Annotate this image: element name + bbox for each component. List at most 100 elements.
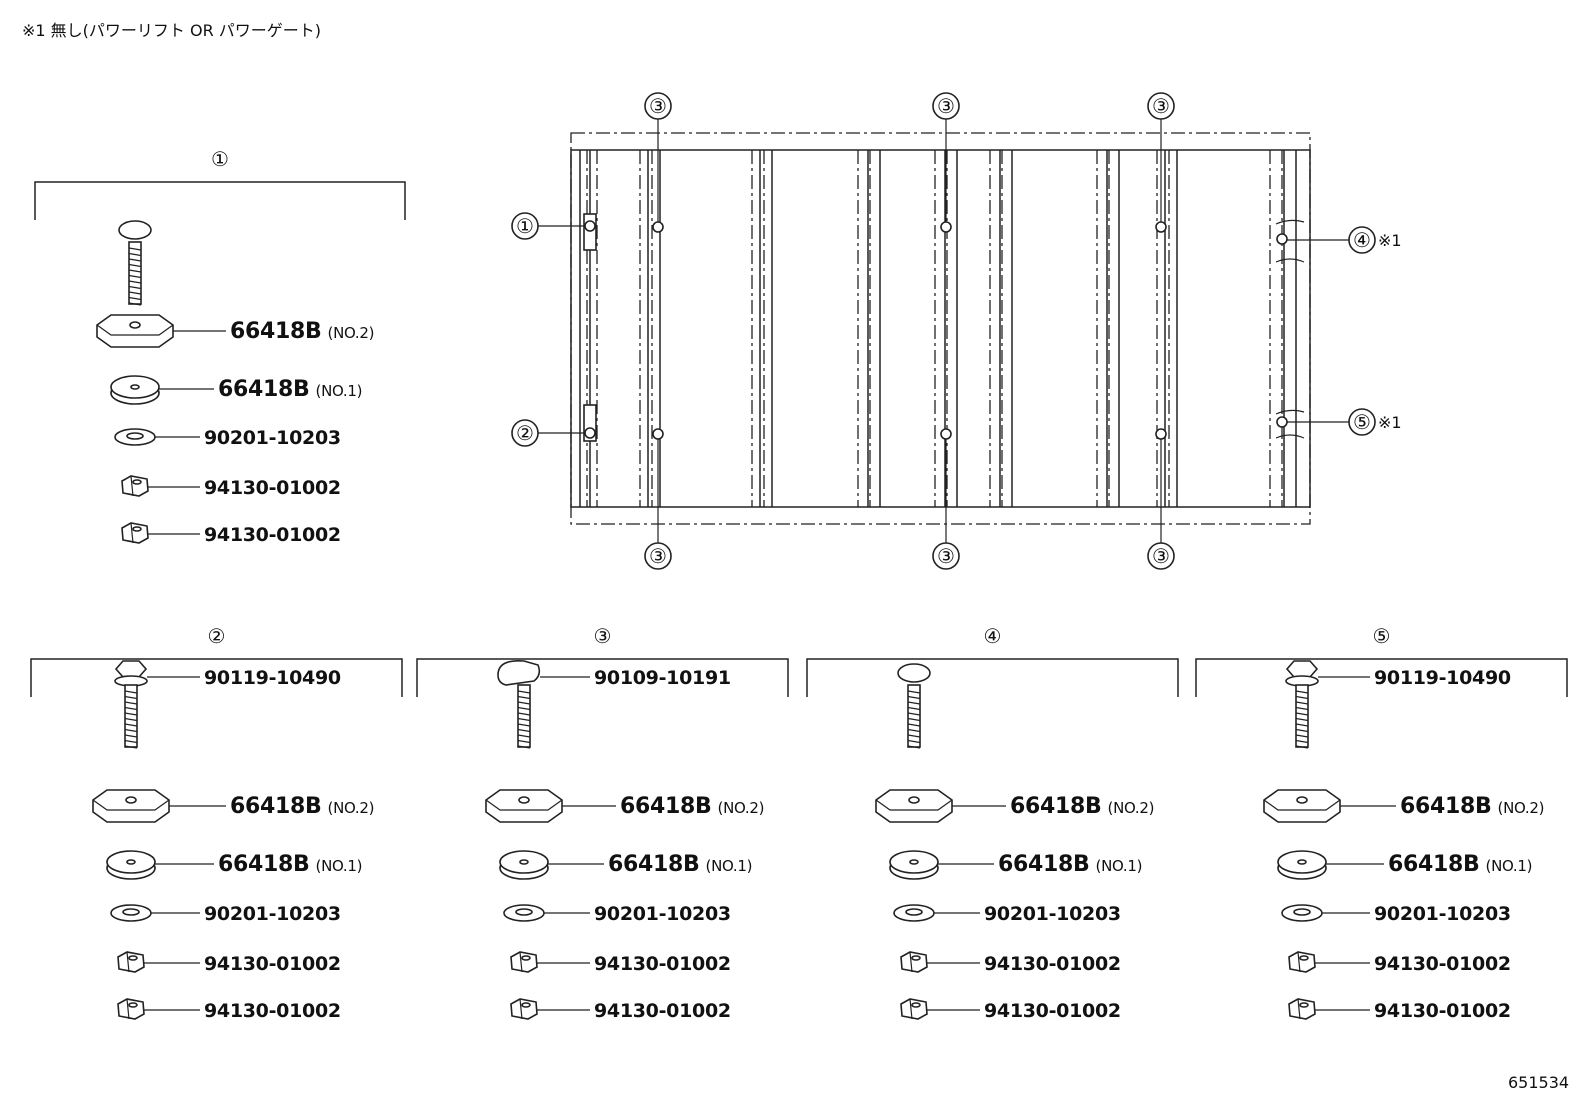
callout-4: ④ (1287, 226, 1376, 254)
footnote-mark: ※1 (1378, 231, 1402, 250)
mount-holes (584, 220, 1288, 440)
part-suffix: (NO.1) (316, 857, 363, 875)
thread-line (124, 695, 138, 700)
bolt-head (118, 220, 152, 240)
thread-line (1295, 712, 1309, 716)
nut (900, 951, 928, 973)
part-group-2: ②90119-1049066418B(NO.2)66418B(NO.1)9020… (30, 624, 403, 1022)
part-nut: 94130-01002 (121, 522, 341, 546)
spacer-hole (125, 796, 137, 804)
part-bolt-round (118, 220, 152, 306)
thread-line (124, 728, 138, 733)
nut-edge (1297, 998, 1301, 1020)
thread-line (1295, 717, 1309, 722)
spacer-hole (126, 859, 136, 865)
thread-line (124, 712, 138, 716)
callout-circle (644, 92, 672, 120)
part-nut: 94130-01002 (900, 998, 1121, 1022)
callout-number: ③ (937, 94, 955, 118)
part-bolt-hex: 90119-10490 (1285, 660, 1511, 749)
thread-line (1295, 701, 1309, 705)
nut-hole (128, 955, 138, 961)
thread-line (128, 274, 142, 279)
crossmembers (579, 150, 1305, 507)
part-group-4: ④ 66418B(NO.2) 66418B(NO.1) 90201-10203 9413… (806, 624, 1179, 1022)
bolt-shank (124, 684, 138, 748)
callout-number: ③ (937, 544, 955, 568)
callout-circle (1147, 92, 1175, 120)
part-number: 90201-10203 (204, 427, 341, 449)
part-number: 90201-10203 (1374, 903, 1511, 925)
washer-hole (126, 432, 144, 440)
part-washer: 90201-10203 (114, 427, 341, 449)
callout-3: ③ (1147, 92, 1175, 222)
part-number: 90119-10490 (1374, 667, 1511, 689)
part-nut: 94130-01002 (510, 951, 731, 975)
part-nut: 94130-01002 (121, 475, 341, 499)
part-nut: 94130-01002 (117, 951, 341, 975)
group-number: ⑤ (1373, 624, 1391, 648)
part-number: 66418B(NO.1) (218, 852, 362, 877)
bolt-shank (517, 684, 531, 748)
part-spacer-round: 66418B(NO.1) (106, 850, 362, 880)
spacer-octagon (96, 314, 174, 348)
part-spacer-octagon: 66418B(NO.2) (875, 789, 1154, 823)
spacer-octagon (875, 789, 953, 823)
group-bracket (1195, 658, 1568, 697)
thread-line (1295, 695, 1309, 700)
thread-line (907, 712, 921, 716)
thread-line (517, 706, 531, 711)
frame-dashed-outline (570, 132, 1311, 525)
part-number: 66418B(NO.2) (620, 794, 764, 819)
mount-hole (1276, 233, 1288, 245)
thread-line (128, 302, 142, 306)
thread-line (517, 712, 531, 716)
nut-hole (521, 1002, 531, 1008)
callout-circle (1348, 408, 1376, 436)
nut-hole (521, 955, 531, 961)
hinge-bracket (583, 213, 597, 251)
nut-edge (519, 998, 523, 1020)
part-spacer-octagon: 66418B(NO.2) (1263, 789, 1544, 823)
thread-line (907, 728, 921, 733)
thread-line (1295, 734, 1309, 738)
spacer-edge (96, 324, 174, 336)
thread-line (128, 280, 142, 284)
washer-hole (122, 908, 140, 916)
nut-hole (132, 526, 142, 532)
part-number: 90201-10203 (594, 903, 731, 925)
thread-line (124, 717, 138, 722)
part-group-5: ⑤90119-1049066418B(NO.2)66418B(NO.1)9020… (1195, 624, 1568, 1022)
part-number: 66418B(NO.2) (1010, 794, 1154, 819)
callout-number: ③ (1152, 544, 1170, 568)
mount-hole (940, 428, 952, 440)
thread-line (907, 745, 921, 749)
thread-line (517, 701, 531, 705)
thread-line (124, 745, 138, 749)
nut-hole (1299, 1002, 1309, 1008)
part-washer: 90201-10203 (893, 903, 1121, 925)
callout-number: ④ (1353, 228, 1371, 252)
group-number: ④ (984, 624, 1002, 648)
figure-id: 651534 (1508, 1073, 1569, 1092)
part-number: 90201-10203 (984, 903, 1121, 925)
washer-hole (515, 908, 533, 916)
callout-circle (932, 92, 960, 120)
thread-line (128, 269, 142, 273)
thread-line (1295, 690, 1309, 694)
part-spacer-octagon: 66418B(NO.2) (485, 789, 764, 823)
thread-line (1295, 745, 1309, 749)
part-number: 90119-10490 (204, 667, 341, 689)
nut (1288, 951, 1316, 973)
spacer-hole (1296, 796, 1308, 804)
nut-edge (909, 951, 913, 973)
part-spacer-round: 66418B(NO.1) (889, 850, 1142, 880)
part-group-3: ③90109-1019166418B(NO.2)66418B(NO.1)9020… (416, 624, 789, 1022)
part-number: 90201-10203 (204, 903, 341, 925)
callout-circle (1147, 542, 1175, 570)
nut-edge (1297, 951, 1301, 973)
callout-number: ⑤ (1353, 410, 1371, 434)
callout-number: ③ (649, 544, 667, 568)
thread-line (128, 263, 142, 268)
